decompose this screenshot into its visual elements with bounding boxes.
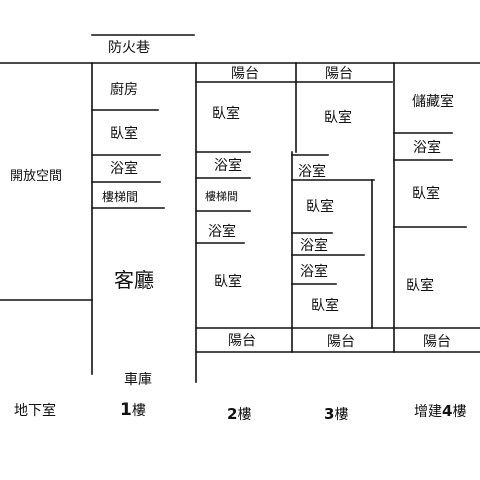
f3-bedroom-bottom-label: 臥室 bbox=[311, 297, 339, 314]
alley-label: 防火巷 bbox=[108, 40, 150, 56]
f2-balcony-bottom-label: 陽台 bbox=[228, 333, 256, 349]
f2-balcony-top-label: 陽台 bbox=[231, 66, 259, 82]
f3-bedroom-top-label: 臥室 bbox=[324, 109, 352, 126]
f2-stairs-label: 樓梯間 bbox=[205, 189, 238, 203]
ext-floor-label: 增建4樓 bbox=[414, 402, 466, 420]
f1-stairs-label: 樓梯間 bbox=[102, 189, 138, 204]
basement-open-space-label: 開放空間 bbox=[10, 169, 62, 184]
f1-garage-label: 車庫 bbox=[124, 371, 152, 388]
f3-bathroom-1-label: 浴室 bbox=[298, 163, 326, 180]
f1-bathroom-label: 浴室 bbox=[110, 160, 138, 177]
ext-balcony-label: 陽台 bbox=[423, 334, 451, 350]
f3-bathroom-2-label: 浴室 bbox=[300, 237, 328, 254]
ext-bathroom-label: 浴室 bbox=[413, 139, 441, 156]
f2-bedroom-top-label: 臥室 bbox=[212, 105, 240, 122]
f3-bedroom-mid-label: 臥室 bbox=[306, 198, 334, 215]
f1-living-room-label: 客廳 bbox=[114, 268, 154, 292]
f2-bathroom-1-label: 浴室 bbox=[214, 157, 242, 174]
f2-floor-label: 2樓 bbox=[227, 405, 251, 423]
f2-bedroom-bottom-label: 臥室 bbox=[214, 273, 242, 290]
wall-lines bbox=[0, 34, 480, 383]
f3-bathroom-3-label: 浴室 bbox=[300, 263, 328, 280]
f3-floor-label: 3樓 bbox=[324, 405, 348, 423]
f3-balcony-bottom-label: 陽台 bbox=[327, 334, 355, 350]
ext-bedroom-top-label: 臥室 bbox=[412, 185, 440, 202]
ext-storage-label: 儲藏室 bbox=[412, 93, 454, 110]
f3-balcony-top-label: 陽台 bbox=[325, 66, 353, 82]
f1-floor-label: 1樓 bbox=[120, 400, 146, 420]
ext-bedroom-bottom-label: 臥室 bbox=[406, 277, 434, 294]
f2-bathroom-2-label: 浴室 bbox=[208, 223, 236, 240]
basement-floor-label: 地下室 bbox=[14, 402, 56, 419]
f1-bedroom-label: 臥室 bbox=[110, 125, 138, 142]
f1-kitchen-label: 廚房 bbox=[110, 81, 138, 98]
